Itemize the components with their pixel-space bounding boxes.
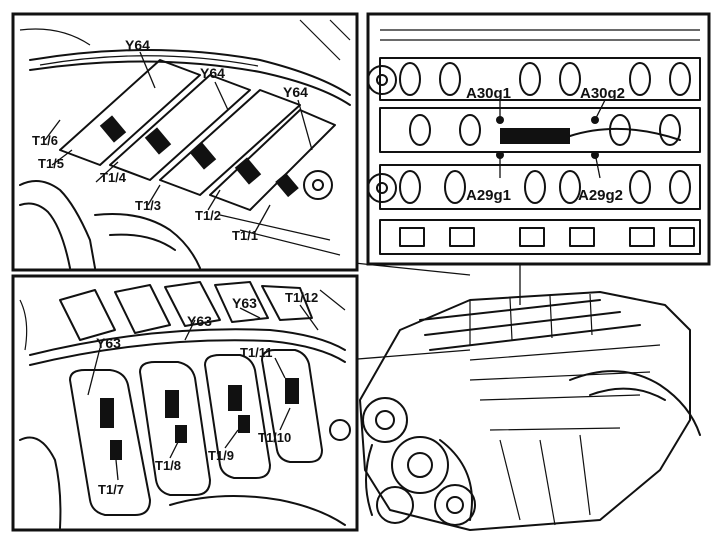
bottom-left-illustration <box>19 281 351 529</box>
label-t1-11: T1/11 <box>240 345 273 360</box>
label-y63-a: Y63 <box>232 295 257 311</box>
label-t1-12: T1/12 <box>285 290 318 305</box>
panel-bottom-left: Y63 Y63 Y63 T1/12 T1/11 T1/10 T1/9 T1/8 … <box>11 274 359 532</box>
top-right-leaders <box>499 99 606 179</box>
label-y64-a: Y64 <box>125 37 150 53</box>
top-right-illustration <box>367 29 701 255</box>
label-t1-10: T1/10 <box>258 430 291 445</box>
label-y63-c: Y63 <box>96 335 121 351</box>
label-t1-4: T1/4 <box>100 170 127 185</box>
label-t1-2: T1/2 <box>195 208 221 223</box>
engine-overview-illustration <box>359 291 701 531</box>
label-a30g1: A30g1 <box>466 85 511 102</box>
label-t1-5: T1/5 <box>38 156 64 171</box>
label-t1-8: T1/8 <box>155 458 181 473</box>
label-t1-9: T1/9 <box>208 448 234 463</box>
label-t1-7: T1/7 <box>98 482 124 497</box>
top-left-leaders <box>44 51 313 233</box>
label-a29g2: A29g2 <box>578 187 623 204</box>
label-a29g1: A29g1 <box>466 187 511 204</box>
label-t1-6: T1/6 <box>32 133 58 148</box>
label-y63-b: Y63 <box>187 313 212 329</box>
label-t1-1: T1/1 <box>232 228 258 243</box>
label-y64-c: Y64 <box>283 84 308 100</box>
panel-top-right: A30g1 A30g2 A29g1 A29g2 <box>366 12 711 266</box>
top-left-illustration <box>19 19 351 269</box>
label-y64-b: Y64 <box>200 65 225 81</box>
bottom-left-leaders <box>87 304 319 481</box>
label-t1-3: T1/3 <box>135 198 161 213</box>
panel-top-left: Y64 Y64 Y64 T1/6 T1/5 T1/4 T1/3 T1/2 T1/… <box>11 12 359 272</box>
label-a30g2: A30g2 <box>580 85 625 102</box>
